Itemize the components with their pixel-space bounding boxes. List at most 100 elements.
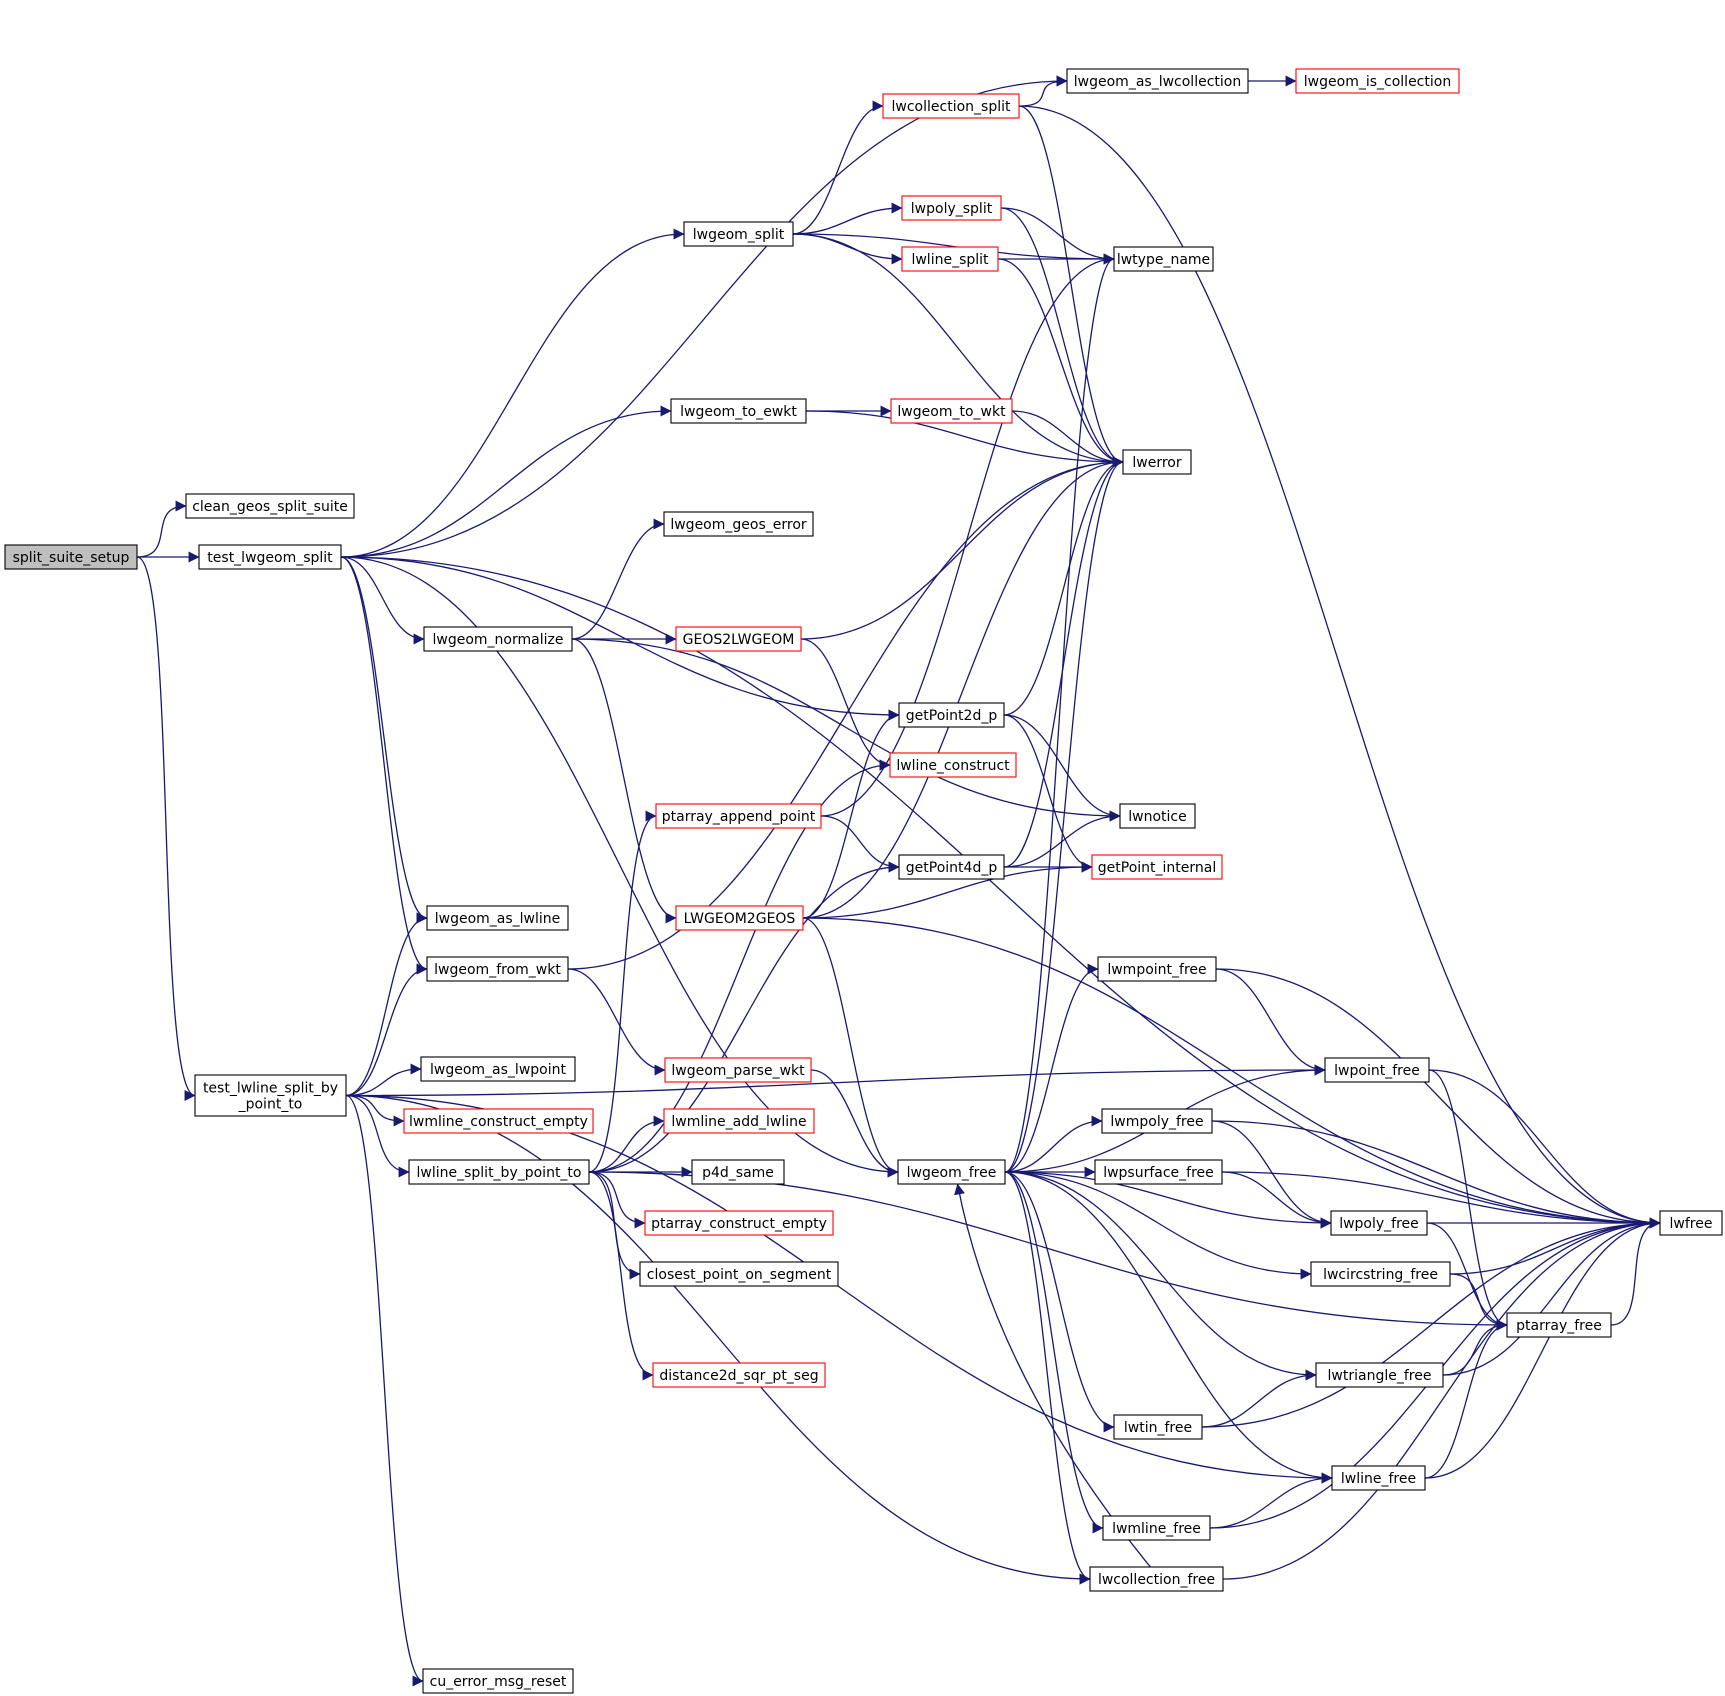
edge-lwmpoint_free-to-lwpoint_free <box>1215 968 1326 1076</box>
node-ptarray_free[interactable]: ptarray_free <box>1506 1312 1612 1338</box>
node-p4d_same[interactable]: p4d_same <box>691 1159 785 1185</box>
node-getPoint4d_p[interactable]: getPoint4d_p <box>898 854 1005 880</box>
node-lwmpoint_free[interactable]: lwmpoint_free <box>1097 956 1217 982</box>
node-getPoint_internal[interactable]: getPoint_internal <box>1091 854 1223 880</box>
node-box <box>198 544 342 570</box>
node-lwfree[interactable]: lwfree <box>1659 1210 1723 1236</box>
node-lwgeom_to_wkt[interactable]: lwgeom_to_wkt <box>890 398 1013 424</box>
node-lwtype_name[interactable]: lwtype_name <box>1113 246 1214 272</box>
edge-lwgeom_normalize-to-lwnotice <box>571 638 1121 822</box>
node-ptarray_append_point[interactable]: ptarray_append_point <box>655 803 822 829</box>
node-getPoint2d_p[interactable]: getPoint2d_p <box>898 702 1005 728</box>
edge-lwmpoly_free-to-lwpoly_free <box>1211 1120 1332 1229</box>
edge-lwgeom_free-to-lwmpoly_free <box>1004 1115 1103 1173</box>
node-label: lwgeom_to_ewkt <box>680 404 797 420</box>
node-GEOS2LWGEOM[interactable]: GEOS2LWGEOM <box>675 626 802 652</box>
node-box <box>403 1108 594 1134</box>
edge-lwmpoly_free-to-lwfree <box>1211 1120 1661 1229</box>
node-label: lwgeom_as_lwline <box>435 911 561 927</box>
node-lwgeom_free[interactable]: lwgeom_free <box>897 1159 1006 1185</box>
node-lwgeom_as_lwpoint[interactable]: lwgeom_as_lwpoint <box>420 1056 576 1082</box>
node-label: ptarray_construct_empty <box>651 1216 827 1232</box>
node-label: getPoint2d_p <box>906 708 998 724</box>
node-lwcircstring_free[interactable]: lwcircstring_free <box>1310 1261 1451 1287</box>
node-label: lwline_split <box>911 252 989 268</box>
node-lwmline_add_lwline[interactable]: lwmline_add_lwline <box>663 1108 815 1134</box>
node-lwmline_construct_empty[interactable]: lwmline_construct_empty <box>403 1108 594 1134</box>
edge-lwpoint_free-to-lwfree <box>1428 1069 1661 1229</box>
edge-getPoint2d_p-to-lwnotice <box>1003 714 1121 822</box>
edge-lwline_split-to-lwerror <box>997 258 1124 468</box>
node-test_lwline_split_by_point_to[interactable]: test_lwline_split_by_point_to <box>194 1074 347 1117</box>
node-closest_point_on_segment[interactable]: closest_point_on_segment <box>639 1261 839 1287</box>
edge-lwgeom_normalize-to-LWGEOM2GEOS <box>571 638 677 924</box>
node-lwpsurface_free[interactable]: lwpsurface_free <box>1094 1159 1223 1185</box>
node-lwline_split[interactable]: lwline_split <box>901 246 999 272</box>
edge-GEOS2LWGEOM-to-lwline_construct <box>800 638 891 771</box>
node-label: lwline_construct <box>896 758 1010 774</box>
node-box <box>901 195 1002 221</box>
node-lwgeom_as_lwcollection[interactable]: lwgeom_as_lwcollection <box>1066 68 1249 94</box>
node-lwgeom_as_lwline[interactable]: lwgeom_as_lwline <box>426 905 569 931</box>
node-lwgeom_geos_error[interactable]: lwgeom_geos_error <box>663 511 814 537</box>
node-lwgeom_is_collection[interactable]: lwgeom_is_collection <box>1295 68 1460 94</box>
edge-lwline_split_by_point_to-to-ptarray_free <box>588 1171 1508 1331</box>
node-lwmpoly_free[interactable]: lwmpoly_free <box>1101 1108 1213 1134</box>
node-lwgeom_parse_wkt[interactable]: lwgeom_parse_wkt <box>664 1057 812 1083</box>
node-lwpoint_free[interactable]: lwpoint_free <box>1324 1057 1430 1083</box>
node-cu_error_msg_reset[interactable]: cu_error_msg_reset <box>422 1668 574 1694</box>
node-label: lwcollection_split <box>892 99 1011 115</box>
node-label: lwgeom_is_collection <box>1304 74 1451 90</box>
node-lwmline_free[interactable]: lwmline_free <box>1102 1515 1211 1541</box>
node-lwline_free[interactable]: lwline_free <box>1331 1465 1426 1491</box>
node-label: test_lwgeom_split <box>207 550 333 566</box>
node-lwcollection_split[interactable]: lwcollection_split <box>882 93 1020 119</box>
node-distance2d_sqr_pt_seg[interactable]: distance2d_sqr_pt_seg <box>652 1362 826 1388</box>
node-lwgeom_normalize[interactable]: lwgeom_normalize <box>423 626 573 652</box>
node-box <box>426 956 569 982</box>
node-box <box>663 1108 815 1134</box>
node-box <box>1101 1108 1213 1134</box>
node-box <box>185 493 355 519</box>
edge-test_lwline_split_by_point_to-to-lwgeom_as_lwpoint <box>345 1063 422 1097</box>
node-LWGEOM2GEOS[interactable]: LWGEOM2GEOS <box>675 905 804 931</box>
nodes-layer: split_suite_setup clean_geos_split_suitet… <box>4 68 1723 1694</box>
node-lwline_split_by_point_to[interactable]: lwline_split_by_point_to <box>408 1159 590 1185</box>
node-box <box>1324 1057 1430 1083</box>
node-label: getPoint4d_p <box>906 860 998 876</box>
node-lwgeom_to_ewkt[interactable]: lwgeom_to_ewkt <box>670 398 807 424</box>
node-split_suite_setup[interactable]: split_suite_setup <box>4 544 138 570</box>
node-lwpoly_free[interactable]: lwpoly_free <box>1330 1210 1428 1236</box>
edge-split_suite_setup-to-clean_geos_split_suite <box>136 500 187 558</box>
node-lwline_construct[interactable]: lwline_construct <box>889 752 1017 778</box>
node-box <box>1113 246 1214 272</box>
node-ptarray_construct_empty[interactable]: ptarray_construct_empty <box>644 1210 834 1236</box>
node-box <box>675 905 804 931</box>
node-box <box>683 221 794 247</box>
node-label: lwgeom_normalize <box>433 632 564 648</box>
edge-lwline_split_by_point_to-to-ptarray_construct_empty <box>588 1171 646 1229</box>
node-label: test_lwline_split_by <box>203 1081 338 1097</box>
node-lwtriangle_free[interactable]: lwtriangle_free <box>1315 1362 1444 1388</box>
edge-lwcollection_split-to-lwfree <box>1018 105 1661 1229</box>
node-clean_geos_split_suite[interactable]: clean_geos_split_suite <box>185 493 355 519</box>
node-lwerror[interactable]: lwerror <box>1122 449 1192 475</box>
node-box <box>670 398 807 424</box>
edge-lwgeom_split-to-lwcollection_split <box>792 100 884 235</box>
node-lwcollection_free[interactable]: lwcollection_free <box>1089 1566 1224 1592</box>
node-lwgeom_split[interactable]: lwgeom_split <box>683 221 794 247</box>
edge-test_lwgeom_split-to-lwgeom_as_lwline <box>340 556 428 924</box>
node-lwpoly_split[interactable]: lwpoly_split <box>901 195 1002 221</box>
node-lwnotice[interactable]: lwnotice <box>1119 803 1196 829</box>
node-lwtin_free[interactable]: lwtin_free <box>1113 1414 1203 1440</box>
node-label: lwpoly_split <box>911 201 993 217</box>
node-lwgeom_from_wkt[interactable]: lwgeom_from_wkt <box>426 956 569 982</box>
node-label: lwnotice <box>1128 809 1186 825</box>
node-test_lwgeom_split[interactable]: test_lwgeom_split <box>198 544 342 570</box>
node-label: lwfree <box>1670 1216 1713 1232</box>
edge-lwpoly_split-to-lwtype_name <box>1000 207 1115 265</box>
node-box <box>889 752 1017 778</box>
node-label: lwmline_add_lwline <box>671 1114 806 1130</box>
edge-lwtriangle_free-to-ptarray_free <box>1442 1319 1508 1376</box>
node-box <box>675 626 802 652</box>
